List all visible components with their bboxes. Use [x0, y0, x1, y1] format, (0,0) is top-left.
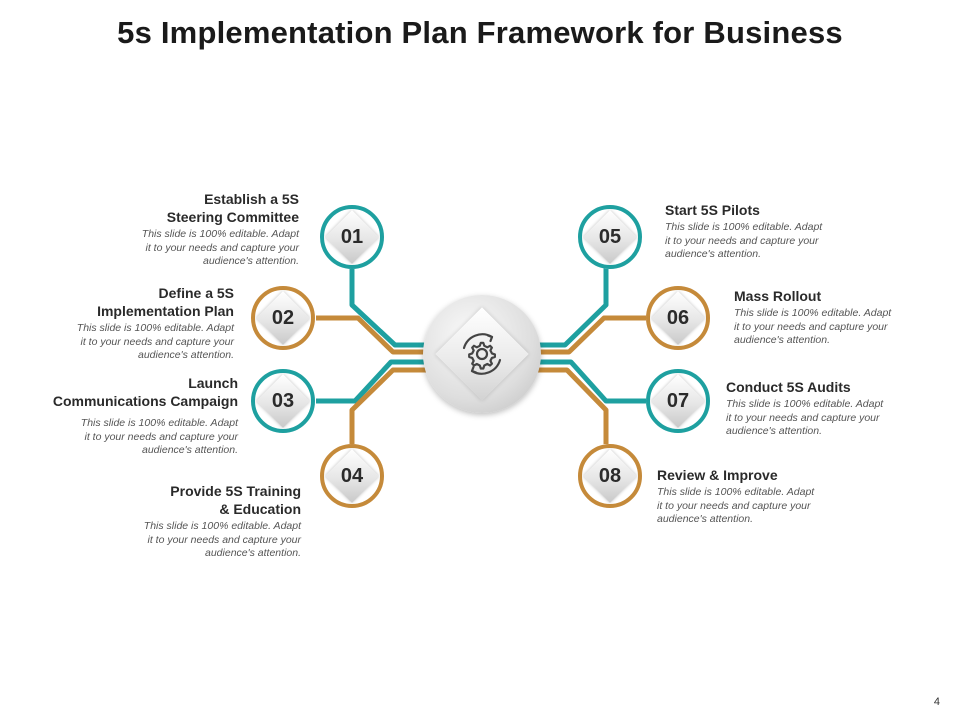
step-description: This slide is 100% editable. Adapt it to…	[665, 221, 823, 260]
connector-02	[316, 315, 428, 355]
step-title: Conduct 5S Audits	[726, 379, 851, 395]
step-title: Start 5S Pilots	[665, 202, 760, 218]
step-node-04: 04	[320, 444, 384, 508]
step-text-03: Launch Communications Campaign This slid…	[6, 374, 238, 458]
step-description: This slide is 100% editable. Adapt it to…	[80, 417, 238, 456]
step-node-08: 08	[578, 444, 642, 508]
step-title: Mass Rollout	[734, 288, 822, 304]
step-number: 06	[666, 307, 690, 329]
step-title: Launch Communications Campaign	[52, 375, 238, 409]
step-description: This slide is 100% editable. Adapt it to…	[726, 398, 884, 437]
step-number: 02	[271, 307, 295, 329]
step-description: This slide is 100% editable. Adapt it to…	[76, 322, 234, 361]
connector-08	[536, 367, 609, 444]
step-node-06: 06	[646, 286, 710, 350]
step-node-01: 01	[320, 205, 384, 269]
connector-06	[538, 315, 646, 355]
step-node-03: 03	[251, 369, 315, 433]
step-number: 04	[340, 465, 364, 487]
connector-07	[538, 359, 646, 404]
step-description: This slide is 100% editable. Adapt it to…	[143, 520, 301, 559]
step-title: Establish a 5S Steering Committee	[166, 191, 299, 225]
page-number: 4	[933, 696, 940, 708]
connector-01	[349, 268, 430, 348]
node-ring	[646, 369, 710, 433]
node-ring	[578, 444, 642, 508]
step-number: 03	[271, 390, 295, 412]
node-ring	[320, 205, 384, 269]
step-text-04: Provide 5S Training & Education This sli…	[71, 482, 301, 561]
step-text-02: Define a 5S Implementation Plan This sli…	[4, 284, 234, 363]
step-text-06: Mass Rollout This slide is 100% editable…	[734, 287, 949, 348]
step-number: 01	[340, 226, 364, 248]
step-number: 08	[598, 465, 622, 487]
step-node-02: 02	[251, 286, 315, 350]
step-text-08: Review & Improve This slide is 100% edit…	[657, 466, 887, 527]
step-title: Review & Improve	[657, 467, 778, 483]
slide-title: 5s Implementation Plan Framework for Bus…	[117, 15, 843, 50]
step-text-05: Start 5S Pilots This slide is 100% edita…	[665, 201, 895, 262]
step-title: Provide 5S Training & Education	[170, 483, 301, 517]
node-ring	[646, 286, 710, 350]
node-ring	[320, 444, 384, 508]
step-number: 07	[666, 390, 690, 412]
step-text-01: Establish a 5S Steering Committee This s…	[69, 190, 299, 269]
step-title: Define a 5S Implementation Plan	[97, 285, 234, 319]
step-text-07: Conduct 5S Audits This slide is 100% edi…	[726, 378, 948, 439]
central-hub	[423, 295, 541, 413]
step-node-05: 05	[578, 205, 642, 269]
node-ring	[251, 369, 315, 433]
node-ring	[578, 205, 642, 269]
node-ring	[251, 286, 315, 350]
step-description: This slide is 100% editable. Adapt it to…	[734, 307, 892, 346]
connector-05	[536, 268, 609, 348]
step-description: This slide is 100% editable. Adapt it to…	[657, 486, 815, 525]
connector-03	[316, 359, 428, 404]
gear-cycle-icon	[462, 333, 502, 375]
step-description: This slide is 100% editable. Adapt it to…	[141, 228, 299, 267]
step-number: 05	[598, 226, 622, 248]
connector-04	[349, 367, 430, 444]
step-node-07: 07	[646, 369, 710, 433]
